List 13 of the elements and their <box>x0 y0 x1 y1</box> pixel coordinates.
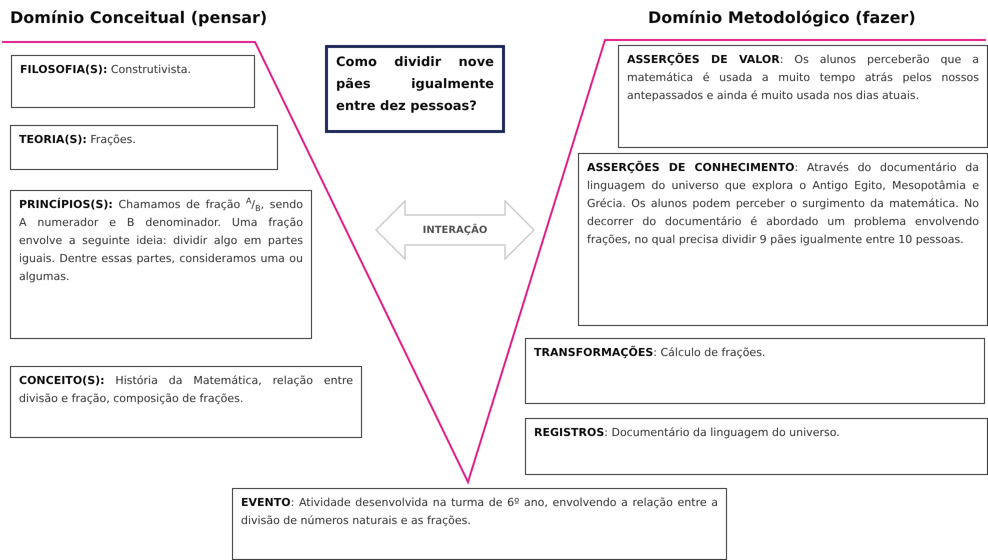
text-box: TEORIA(S): Frações. <box>10 125 278 170</box>
text-box: PRINCÍPIOS(S): Chamamos de fração $^{A}$/$_{B}$, sendo A numerador e B denominador. Uma fração envolve a seguinte ideia: dividir algo em partes iguais. Dentre essas partes, consideramos uma ou algumas. <box>10 190 312 339</box>
double-arrow-shape: INTERAÇÃO <box>375 200 535 260</box>
focus-question-box: Como dividir nove pães igualmente entre dez pessoas? <box>325 45 505 133</box>
text-box: ASSERÇÕES DE VALOR: Os alunos perceberão que a matemática é usada a muito tempo atrás pelos nossos antepassados e ainda é muito usada nos dias atuais. <box>618 45 988 148</box>
text-box: TRANSFORMAÇÕES: Cálculo de frações. <box>525 338 985 404</box>
domain-heading: Domínio Metodológico (fazer) <box>648 8 916 27</box>
text-box: EVENTO: Atividade desenvolvida na turma de 6º ano, envolvendo a relação entre a divisão de números naturais e as frações. <box>232 488 727 560</box>
text-box: ASSERÇÕES DE CONHECIMENTO: Através do documentário da linguagem do universo que explora o Antigo Egito, Mesopotâmia e Grécia. Os alunos podem perceber o surgimento da matemática. No decorrer do documentário é abordado um problema envolvendo frações, no qual precisa dividir 9 pães igualmente entre 10 pessoas. <box>578 153 988 326</box>
domain-heading: Domínio Conceitual (pensar) <box>10 8 268 27</box>
text-box: REGISTROS: Documentário da linguagem do universo. <box>525 418 988 475</box>
text-box: FILOSOFIA(S): Construtivista. <box>11 55 255 108</box>
text-box: CONCEITO(S): História da Matemática, relação entre divisão e fração, composição de frações. <box>10 366 362 438</box>
